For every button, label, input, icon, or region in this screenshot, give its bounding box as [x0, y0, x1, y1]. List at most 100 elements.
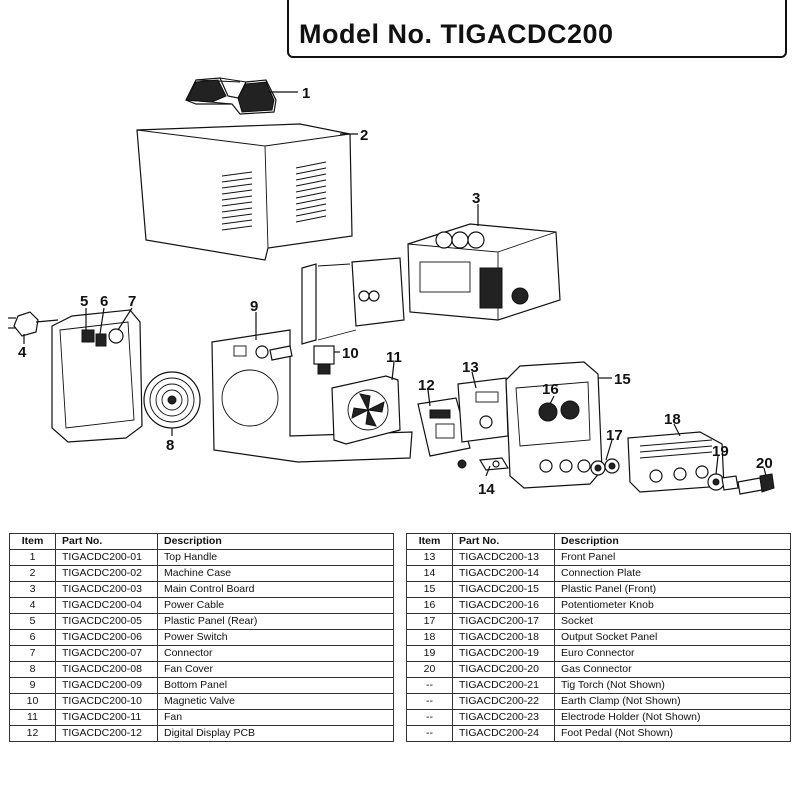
description-cell: Machine Case: [157, 565, 394, 582]
item-cell: 10: [9, 693, 56, 710]
item-cell: 7: [9, 645, 56, 662]
description-column-header: Description: [157, 533, 394, 550]
control-board-bracket-part: [301, 257, 405, 345]
item-cell: 2: [9, 565, 56, 582]
description-cell: Earth Clamp (Not Shown): [554, 693, 791, 710]
machine-case-part: [136, 123, 353, 261]
callout-17: 17: [606, 427, 623, 444]
part-no-cell: TIGACDC200-21: [452, 677, 555, 694]
callout-6: 6: [100, 293, 108, 310]
item-cell: 6: [9, 629, 56, 646]
model-title: Model No. TIGACDC200: [299, 19, 614, 49]
part-no-column-header: Part No.: [452, 533, 555, 550]
part-no-cell: TIGACDC200-18: [452, 629, 555, 646]
callout-1: 1: [302, 85, 310, 102]
callout-10: 10: [342, 345, 359, 362]
callout-14: 14: [478, 481, 495, 498]
description-cell: Fan: [157, 709, 394, 726]
callout-9: 9: [250, 298, 258, 315]
part-no-cell: TIGACDC200-03: [55, 581, 158, 598]
item-column-header: Item: [9, 533, 56, 550]
connection-plate-part: [457, 457, 510, 471]
description-cell: Connector: [157, 645, 394, 662]
item-cell: 8: [9, 661, 56, 678]
part-no-cell: TIGACDC200-08: [55, 661, 158, 678]
callout-7: 7: [128, 293, 136, 310]
item-cell: 4: [9, 597, 56, 614]
part-no-cell: TIGACDC200-01: [55, 549, 158, 566]
item-cell: 15: [406, 581, 453, 598]
part-no-cell: TIGACDC200-02: [55, 565, 158, 582]
callout-19: 19: [712, 443, 729, 460]
part-no-cell: TIGACDC200-10: [55, 693, 158, 710]
top-handle-part: [185, 77, 277, 115]
description-cell: Main Control Board: [157, 581, 394, 598]
item-cell: 5: [9, 613, 56, 630]
exploded-diagram: 1 2 3 4 5 6 7 8 9 10 11 12 13 14 15 16 1…: [8, 77, 775, 498]
item-cell: --: [406, 693, 453, 710]
fan-cover-part: [143, 371, 201, 429]
callout-11: 11: [386, 349, 402, 366]
part-no-cell: TIGACDC200-20: [452, 661, 555, 678]
item-cell: 1: [9, 549, 56, 566]
part-no-cell: TIGACDC200-04: [55, 597, 158, 614]
callout-2: 2: [360, 127, 368, 144]
description-cell: Output Socket Panel: [554, 629, 791, 646]
display-pcb-part: [417, 397, 471, 457]
item-cell: 9: [9, 677, 56, 694]
description-cell: Tig Torch (Not Shown): [554, 677, 791, 694]
output-socket-panel-part: [627, 431, 725, 493]
item-cell: 17: [406, 613, 453, 630]
callout-15: 15: [614, 371, 631, 388]
part-no-cell: TIGACDC200-24: [452, 725, 555, 742]
description-column-header: Description: [554, 533, 791, 550]
item-cell: 18: [406, 629, 453, 646]
fan-part: [331, 375, 401, 445]
item-cell: 3: [9, 581, 56, 598]
part-no-column-header: Part No.: [55, 533, 158, 550]
main-control-board-part: [407, 223, 561, 321]
callout-labels: 1 2 3 4 5 6 7 8 9 10 11 12 13 14 15 16 1…: [18, 85, 773, 498]
item-cell: 20: [406, 661, 453, 678]
gas-connector-part: [737, 473, 775, 495]
description-cell: Magnetic Valve: [157, 693, 394, 710]
item-cell: 11: [9, 709, 56, 726]
part-no-cell: TIGACDC200-19: [452, 645, 555, 662]
description-cell: Connection Plate: [554, 565, 791, 582]
callout-3: 3: [472, 190, 480, 207]
bottom-panel-part: [211, 329, 413, 463]
description-cell: Plastic Panel (Rear): [157, 613, 394, 630]
rear-plastic-panel-part: [51, 309, 143, 443]
item-cell: 13: [406, 549, 453, 566]
part-no-cell: TIGACDC200-22: [452, 693, 555, 710]
part-no-cell: TIGACDC200-07: [55, 645, 158, 662]
table-header-row: Item Part No. Description: [9, 533, 394, 550]
description-cell: Potentiometer Knob: [554, 597, 791, 614]
item-cell: 14: [406, 565, 453, 582]
callout-13: 13: [462, 359, 479, 376]
description-cell: Gas Connector: [554, 661, 791, 678]
part-no-cell: TIGACDC200-06: [55, 629, 158, 646]
item-cell: 19: [406, 645, 453, 662]
item-column-header: Item: [406, 533, 453, 550]
item-cell: --: [406, 709, 453, 726]
part-no-cell: TIGACDC200-09: [55, 677, 158, 694]
magnetic-valve-part: [313, 345, 335, 375]
front-plastic-panel-part: [505, 361, 603, 489]
callout-5: 5: [80, 293, 88, 310]
